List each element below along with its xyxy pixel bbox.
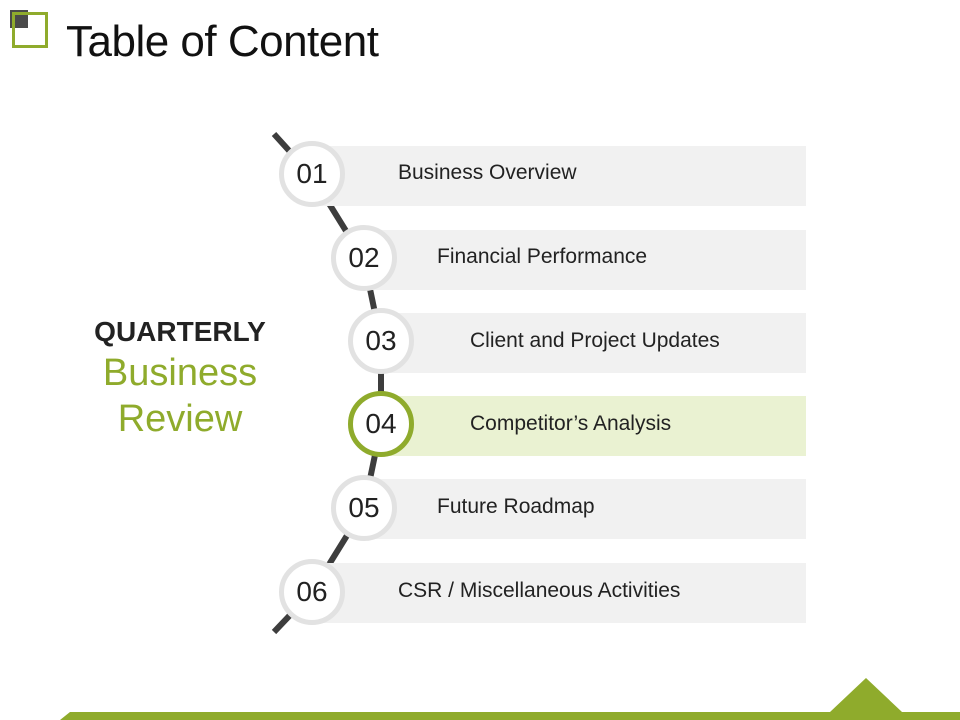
toc-item-bar: [364, 479, 806, 539]
side-title: QUARTERLY Business Review: [70, 314, 290, 442]
toc-item-number: 01: [279, 141, 345, 207]
toc-item-label: Business Overview: [398, 161, 577, 184]
toc-item-bar: [312, 146, 806, 206]
side-title-line1: QUARTERLY: [94, 316, 266, 347]
toc-item-number: 02: [331, 225, 397, 291]
toc-item-bar-highlighted: [381, 396, 806, 456]
toc-item-number: 05: [331, 475, 397, 541]
toc-item-number: 06: [279, 559, 345, 625]
side-title-line3: Review: [117, 398, 243, 440]
toc-item-label: Financial Performance: [437, 245, 648, 268]
toc-item-label: Client and Project Updates: [470, 329, 720, 352]
toc-item-label: Competitor’s Analysis: [470, 412, 672, 435]
corner-square-icon: [12, 12, 48, 48]
page-title: Table of Content: [66, 17, 379, 66]
toc-item-number: 03: [348, 308, 414, 374]
toc-item-bar: [364, 230, 806, 290]
toc-item-bar: [312, 563, 806, 623]
side-title-line2: Business: [102, 352, 258, 394]
toc-item-label: CSR / Miscellaneous Activities: [398, 579, 681, 602]
toc-item-bar: [381, 313, 806, 373]
toc-item-number: 04: [348, 391, 414, 457]
toc-item-label: Future Roadmap: [437, 495, 595, 518]
